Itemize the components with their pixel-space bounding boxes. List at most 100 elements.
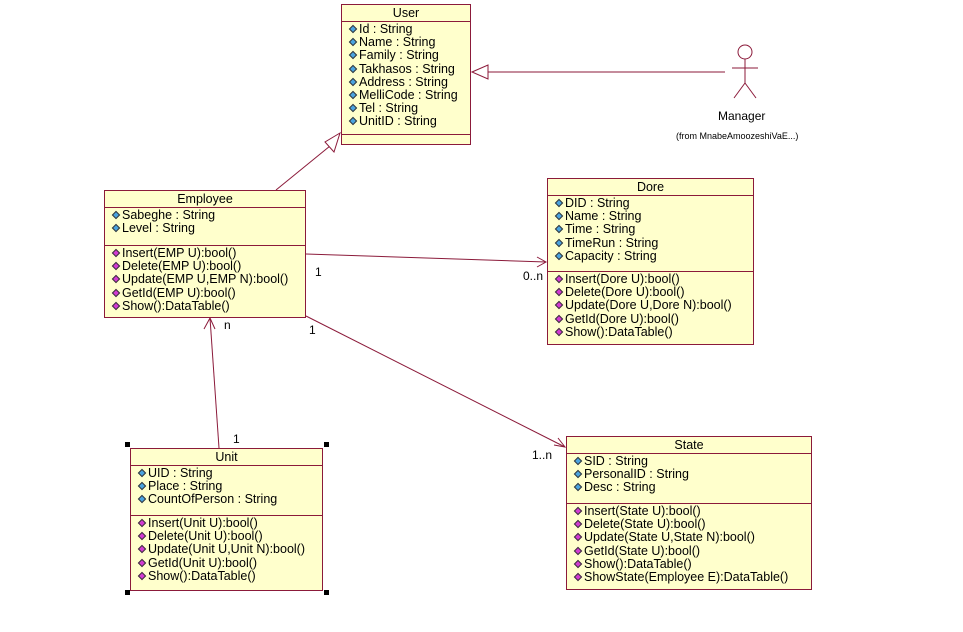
- multiplicity-unit-emp-target: n: [224, 318, 231, 332]
- class-attribute[interactable]: Desc : String: [573, 481, 811, 494]
- operation-icon: [111, 248, 121, 258]
- multiplicity-emp-state-source: 1: [309, 323, 316, 337]
- attribute-icon: [554, 251, 564, 261]
- class-attribute[interactable]: SID : String: [573, 454, 811, 468]
- class-attribute[interactable]: Time : String: [554, 222, 753, 237]
- class-employee-operations: Insert(EMP U):bool()Delete(EMP U):bool()…: [105, 246, 305, 315]
- class-attribute[interactable]: Capacity : String: [554, 248, 753, 263]
- association-unit-employee[interactable]: [203, 316, 220, 449]
- class-attribute[interactable]: Place : String: [137, 480, 322, 493]
- class-operation[interactable]: GetId(Unit U):bool(): [137, 556, 322, 570]
- class-attribute[interactable]: Family : String: [348, 48, 470, 63]
- class-attribute[interactable]: MelliCode : String: [348, 88, 470, 103]
- class-operation[interactable]: Insert(Dore U):bool(): [554, 272, 753, 286]
- class-operation[interactable]: GetId(State U):bool(): [573, 543, 811, 558]
- class-dore-operations: Insert(Dore U):bool()Delete(Dore U):bool…: [548, 272, 753, 341]
- attribute-icon: [111, 223, 121, 233]
- class-operation[interactable]: Show():DataTable(): [554, 325, 753, 339]
- class-operation[interactable]: GetId(Dore U):bool(): [554, 311, 753, 326]
- attribute-text: Capacity : String: [565, 248, 657, 263]
- operation-text: GetId(Dore U):bool(): [565, 311, 679, 326]
- class-operation[interactable]: Show():DataTable(): [573, 556, 811, 571]
- class-attribute[interactable]: Address : String: [348, 75, 470, 89]
- selection-handle[interactable]: [125, 590, 130, 595]
- operation-text: Show():DataTable(): [148, 568, 256, 583]
- class-attribute[interactable]: CountOfPerson : String: [137, 493, 322, 506]
- operation-text: Update(Unit U,Unit N):bool(): [148, 542, 305, 557]
- class-attribute[interactable]: Tel : String: [348, 102, 470, 115]
- class-operation[interactable]: Insert(Unit U):bool(): [137, 516, 322, 530]
- generalization-manager-user[interactable]: [470, 64, 725, 80]
- attribute-text: Name : String: [359, 35, 436, 50]
- operation-text: Delete(Unit U):bool(): [148, 529, 263, 544]
- attribute-icon: [348, 103, 358, 113]
- operation-text: Insert(State U):bool(): [584, 504, 701, 518]
- operation-text: Delete(State U):bool(): [584, 517, 706, 532]
- operation-text: Insert(Dore U):bool(): [565, 272, 680, 286]
- attribute-icon: [554, 238, 564, 247]
- class-attribute[interactable]: UID : String: [137, 466, 322, 480]
- class-operation[interactable]: Update(Dore U,Dore N):bool(): [554, 298, 753, 313]
- operation-text: Show():DataTable(): [584, 556, 692, 571]
- class-attribute[interactable]: Sabeghe : String: [111, 208, 305, 222]
- class-operation[interactable]: GetId(EMP U):bool(): [111, 286, 305, 300]
- attribute-text: Id : String: [359, 22, 413, 36]
- operation-text: Show():DataTable(): [122, 298, 230, 313]
- attribute-icon: [137, 495, 147, 504]
- class-attribute[interactable]: Id : String: [348, 22, 470, 36]
- class-operation[interactable]: ShowState(Employee E):DataTable(): [573, 570, 811, 584]
- operation-icon: [573, 533, 583, 542]
- class-operation[interactable]: Delete(EMP U):bool(): [111, 260, 305, 273]
- class-operation[interactable]: Delete(State U):bool(): [573, 517, 811, 532]
- class-operation[interactable]: Show():DataTable(): [137, 568, 322, 583]
- multiplicity-emp-state-target: 1..n: [532, 448, 553, 462]
- class-attribute[interactable]: Name : String: [348, 35, 470, 50]
- attribute-icon: [573, 469, 583, 479]
- class-attribute[interactable]: DID : String: [554, 196, 753, 210]
- selection-handle[interactable]: [324, 590, 329, 595]
- class-operation[interactable]: Show():DataTable(): [111, 298, 305, 313]
- operation-icon: [554, 301, 564, 310]
- class-operation[interactable]: Delete(Unit U):bool(): [137, 529, 322, 544]
- class-attribute[interactable]: PersonalID : String: [573, 468, 811, 481]
- operation-icon: [137, 558, 147, 567]
- attribute-text: Time : String: [565, 222, 636, 237]
- attribute-text: Family : String: [359, 48, 439, 63]
- multiplicity-emp-dore-target: 0..n: [523, 269, 544, 283]
- actor-stick-figure-icon[interactable]: [732, 44, 758, 99]
- class-operation[interactable]: Update(EMP U,EMP N):bool(): [111, 273, 305, 286]
- association-employee-state[interactable]: [305, 315, 567, 448]
- class-operation[interactable]: Insert(State U):bool(): [573, 504, 811, 518]
- class-attribute[interactable]: Level : String: [111, 222, 305, 235]
- attribute-icon: [348, 64, 358, 73]
- attribute-text: MelliCode : String: [359, 88, 458, 103]
- selection-handle[interactable]: [324, 442, 329, 447]
- generalization-employee-user[interactable]: [275, 131, 341, 191]
- class-operation[interactable]: Update(Unit U,Unit N):bool(): [137, 542, 322, 557]
- class-attribute[interactable]: Name : String: [554, 209, 753, 224]
- class-attribute[interactable]: Takhasos : String: [348, 62, 470, 76]
- class-operation[interactable]: Update(State U,State N):bool(): [573, 530, 811, 545]
- class-attribute[interactable]: UnitID : String: [348, 115, 470, 128]
- operation-text: Update(Dore U,Dore N):bool(): [565, 298, 732, 313]
- class-operation[interactable]: Insert(EMP U):bool(): [111, 246, 305, 260]
- operation-text: Update(State U,State N):bool(): [584, 530, 755, 545]
- selection-handle[interactable]: [125, 442, 130, 447]
- class-state-operations: Insert(State U):bool()Delete(State U):bo…: [567, 504, 811, 586]
- operation-text: Insert(Unit U):bool(): [148, 516, 258, 530]
- class-operation[interactable]: Delete(Dore U):bool(): [554, 286, 753, 299]
- class-attribute[interactable]: TimeRun : String: [554, 236, 753, 250]
- operation-text: GetId(State U):bool(): [584, 543, 701, 558]
- association-employee-dore[interactable]: [305, 253, 548, 268]
- operation-icon: [137, 571, 147, 581]
- attribute-text: Name : String: [565, 209, 642, 224]
- operation-text: Insert(EMP U):bool(): [122, 246, 237, 260]
